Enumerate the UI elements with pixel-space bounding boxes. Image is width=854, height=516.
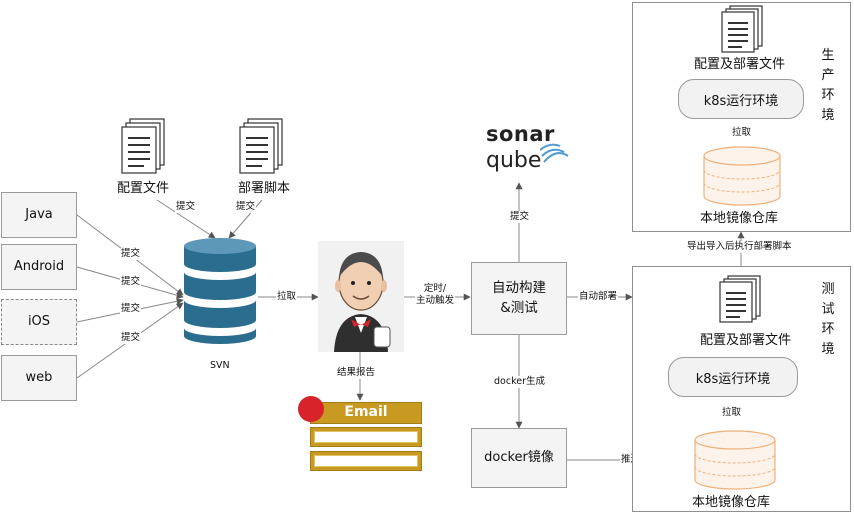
- docker-image-box: docker镜像: [471, 428, 567, 488]
- config-file-icon: [121, 118, 165, 174]
- sonarqube-logo: sonar qube: [486, 122, 576, 182]
- label-submit-config: 提交: [175, 201, 197, 213]
- test-config-docs-label: 配置及部署文件: [700, 333, 792, 348]
- auto-build-test-box: 自动构建 &测试: [471, 262, 567, 335]
- label-submit-ios: 提交: [120, 303, 142, 315]
- prod-config-docs-label: 配置及部署文件: [694, 57, 786, 72]
- prod-config-docs-icon: [721, 5, 763, 53]
- label-submit-sonar: 提交: [509, 211, 531, 223]
- test-repo-label: 本地镜像仓库: [692, 495, 771, 510]
- source-web: web: [1, 355, 77, 401]
- source-android: Android: [1, 244, 77, 290]
- label-docker-gen: docker生成: [493, 376, 546, 388]
- label-trigger: 定时/ 主动触发: [415, 283, 456, 307]
- source-ios: iOS: [1, 299, 77, 345]
- label-submit-android: 提交: [120, 276, 142, 288]
- sonar-wave-icon: [540, 143, 569, 163]
- deploy-script-label: 部署脚本: [238, 181, 291, 196]
- config-file-label: 配置文件: [117, 181, 170, 196]
- prod-repo-label: 本地镜像仓库: [700, 211, 779, 226]
- prod-pull-label: 拉取: [731, 127, 753, 139]
- email-dot: [298, 396, 324, 422]
- edge-config-svn: [156, 199, 216, 239]
- deploy-script-icon: [239, 118, 283, 174]
- sonar-wordmark: sonar: [486, 122, 555, 146]
- label-auto-deploy: 自动部署: [578, 291, 619, 303]
- prod-repo-icon: [703, 146, 781, 206]
- label-pull: 拉取: [276, 291, 298, 303]
- test-pull-label: 拉取: [721, 407, 743, 419]
- svn-database-icon: [184, 238, 256, 344]
- label-report: 结果报告: [336, 367, 377, 379]
- qube-wordmark: qube: [486, 148, 542, 173]
- email-icon: Email: [296, 396, 424, 476]
- source-java: Java: [1, 192, 77, 238]
- test-k8s-pill: k8s运行环境: [668, 357, 798, 397]
- jenkins-icon: [318, 241, 404, 352]
- prod-k8s-pill: k8s运行环境: [678, 79, 804, 119]
- prod-env-title: 生产环境: [821, 48, 835, 123]
- label-submit-deploy: 提交: [235, 201, 257, 213]
- test-repo-icon: [694, 430, 776, 490]
- edge-deploy-svn: [228, 199, 263, 239]
- test-config-docs-icon: [719, 275, 761, 323]
- label-export-import: 导出导入后执行部署脚本: [686, 241, 793, 253]
- test-env-title: 测试环境: [821, 282, 835, 357]
- svn-label: SVN: [209, 360, 231, 372]
- label-submit-java: 提交: [120, 248, 142, 260]
- email-label: Email: [344, 404, 388, 420]
- label-submit-web: 提交: [120, 332, 142, 344]
